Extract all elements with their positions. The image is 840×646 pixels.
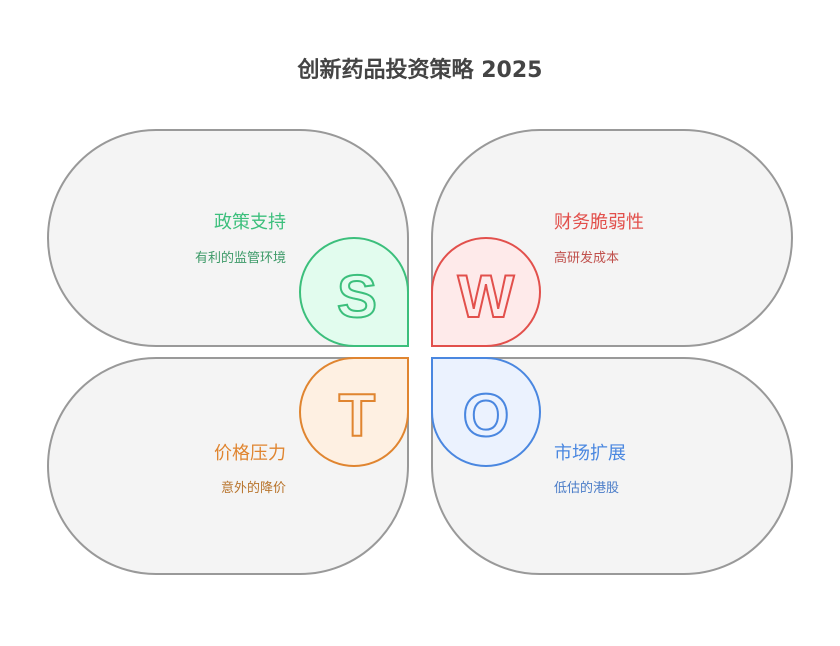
o-letter: O [463, 382, 510, 449]
w-letter: W [458, 263, 515, 330]
w-teardrop [431, 237, 541, 347]
threats-heading: 价格压力 [214, 443, 286, 464]
weaknesses-detail: 高研发成本 [554, 251, 620, 266]
strengths-detail: 有利的监管环境 [194, 251, 286, 266]
s-teardrop [299, 237, 409, 347]
weaknesses-heading: 财务脆弱性 [554, 212, 644, 233]
threats-detail: 意外的降价 [220, 481, 286, 496]
t-letter: T [339, 382, 376, 449]
opportunities-heading: 市场扩展 [554, 443, 626, 464]
o-teardrop [431, 357, 541, 467]
page-title: 创新药品投资策略 2025 [297, 58, 543, 83]
t-teardrop [299, 357, 409, 467]
s-letter: S [337, 263, 377, 330]
opportunities-detail: 低估的港股 [554, 481, 620, 496]
strengths-heading: 政策支持 [214, 212, 286, 233]
